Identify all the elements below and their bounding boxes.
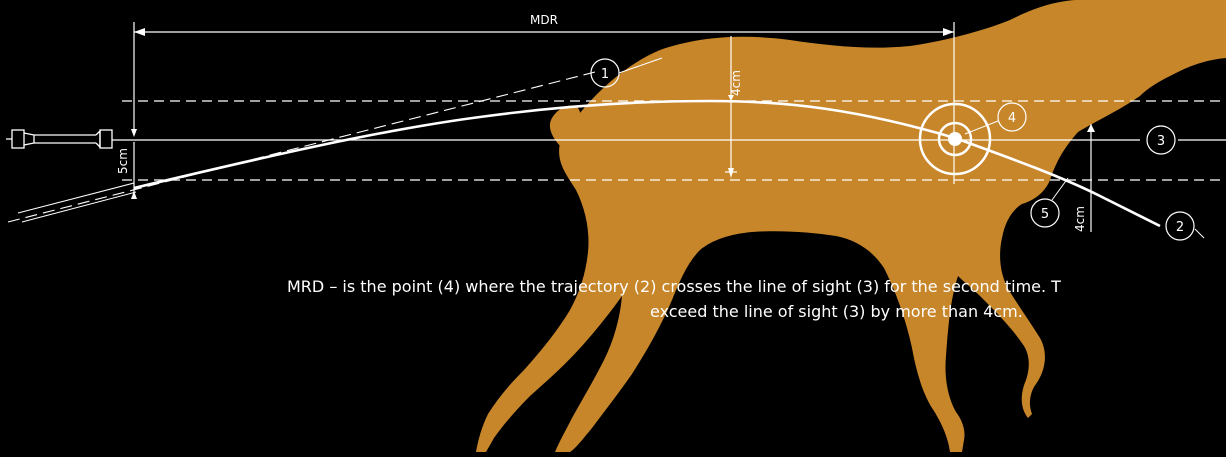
marker-1: 1 xyxy=(590,57,663,88)
marker-5: 5 xyxy=(1030,177,1069,228)
dim-5cm xyxy=(131,142,137,199)
svg-text:2: 2 xyxy=(1176,220,1184,235)
marker-3: 3 xyxy=(1146,125,1176,155)
caption: MRD – is the point (4) where the traject… xyxy=(287,274,1226,324)
dim-4cm-top xyxy=(725,36,737,178)
bore-axis-dashed xyxy=(7,71,596,223)
barrel-line-bottom xyxy=(21,191,137,223)
svg-text:3: 3 xyxy=(1157,134,1165,149)
target-icon xyxy=(918,102,992,176)
svg-text:4: 4 xyxy=(1008,111,1016,126)
marker-4: 4 xyxy=(964,102,1027,135)
mdr-dimension xyxy=(131,22,955,184)
dim-4cm-top-label: 4cm xyxy=(729,70,743,96)
deer-tail xyxy=(549,105,581,148)
trajectory-line xyxy=(133,99,1161,228)
dim-5cm-label: 5cm xyxy=(116,148,130,174)
svg-text:5: 5 xyxy=(1041,207,1049,222)
dim-4cm-right xyxy=(1087,124,1095,232)
deer-silhouette xyxy=(476,0,1226,452)
svg-text:1: 1 xyxy=(601,67,609,82)
caption-line-2: exceed the line of sight (3) by more tha… xyxy=(650,302,1023,321)
marker-2: 2 xyxy=(1165,211,1195,241)
mdr-label: MDR xyxy=(530,13,558,27)
trajectory-pointer-2 xyxy=(1194,228,1205,239)
barrel-line-top xyxy=(17,182,135,214)
dim-4cm-right-label: 4cm xyxy=(1073,206,1087,232)
scope-icon xyxy=(6,129,113,149)
caption-line-1: MRD – is the point (4) where the traject… xyxy=(287,277,1061,296)
